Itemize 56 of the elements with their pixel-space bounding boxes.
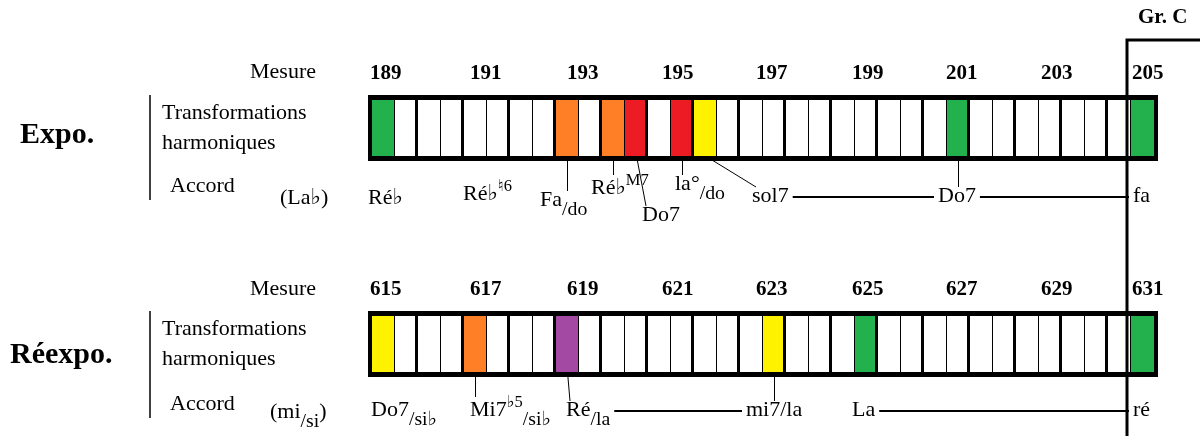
measure-number: 629 [1041, 278, 1073, 299]
chord-label: Ré♭ [368, 186, 403, 208]
chord-label: Do7 [938, 184, 976, 206]
chord-label: Do7 [642, 203, 680, 225]
measure-number: 189 [370, 62, 402, 83]
measure-number: 201 [946, 62, 978, 83]
highlighted-measure-cell [464, 316, 487, 372]
highlighted-measure-cell [556, 316, 579, 372]
chord-label: Ré♭$^{♮6}$ [463, 178, 512, 205]
measure-number: 203 [1041, 62, 1073, 83]
measure-number: 205 [1132, 62, 1164, 83]
highlighted-measure-cell [694, 100, 717, 156]
chord-label: (mi$_{/si}$) [270, 400, 327, 431]
measure-number: 195 [662, 62, 694, 83]
chord-label: ré [1133, 398, 1151, 420]
section-label: Réexpo. [10, 338, 113, 368]
row-label: Transformations harmoniques [162, 314, 308, 372]
continuation-line [978, 196, 1130, 198]
highlighted-measure-cell [556, 100, 579, 156]
highlighted-measure-cell [947, 100, 970, 156]
measure-number: 619 [567, 278, 599, 299]
measure-number: 199 [852, 62, 884, 83]
highlighted-measure-cell [602, 100, 625, 156]
highlighted-measure-cell [671, 100, 694, 156]
row-label: Transformations harmoniques [162, 98, 308, 156]
chord-label: fa [1133, 184, 1151, 206]
chord-label: mi7/la [746, 398, 803, 420]
chord-label: Ré$_{/la}$ [566, 398, 611, 429]
measure-number: 193 [567, 62, 599, 83]
chord-label: Fa$_{/do}$ [540, 188, 588, 219]
highlighted-measure-cell [625, 100, 648, 156]
highlighted-measure-cell [763, 316, 786, 372]
measure-number: 627 [946, 278, 978, 299]
measure-number: 191 [470, 62, 502, 83]
continuation-line [613, 410, 743, 412]
chord-label: sol7 [752, 184, 789, 206]
measure-number: 625 [852, 278, 884, 299]
continuation-line [791, 196, 935, 198]
chord-label: Do7$_{/si♭}$ [371, 398, 437, 429]
section-label: Gr. C [1138, 6, 1188, 27]
row-label: Mesure [250, 277, 316, 299]
measure-number: 631 [1132, 278, 1164, 299]
measure-number: 197 [756, 62, 788, 83]
row-label: Accord [170, 392, 235, 414]
measure-number: 623 [756, 278, 788, 299]
continuation-line [878, 410, 1130, 412]
section-label: Expo. [20, 118, 95, 148]
measure-number: 615 [370, 278, 402, 299]
chord-label: (La♭) [280, 186, 329, 208]
chord-label: Ré♭$^{M7}$ [591, 172, 649, 199]
measure-number: 617 [470, 278, 502, 299]
measure-number: 621 [662, 278, 694, 299]
row-label: Mesure [250, 60, 316, 82]
row-label: Accord [170, 174, 235, 196]
chord-label: la°$_{/do}$ [675, 172, 725, 203]
chord-label: La [852, 398, 876, 420]
